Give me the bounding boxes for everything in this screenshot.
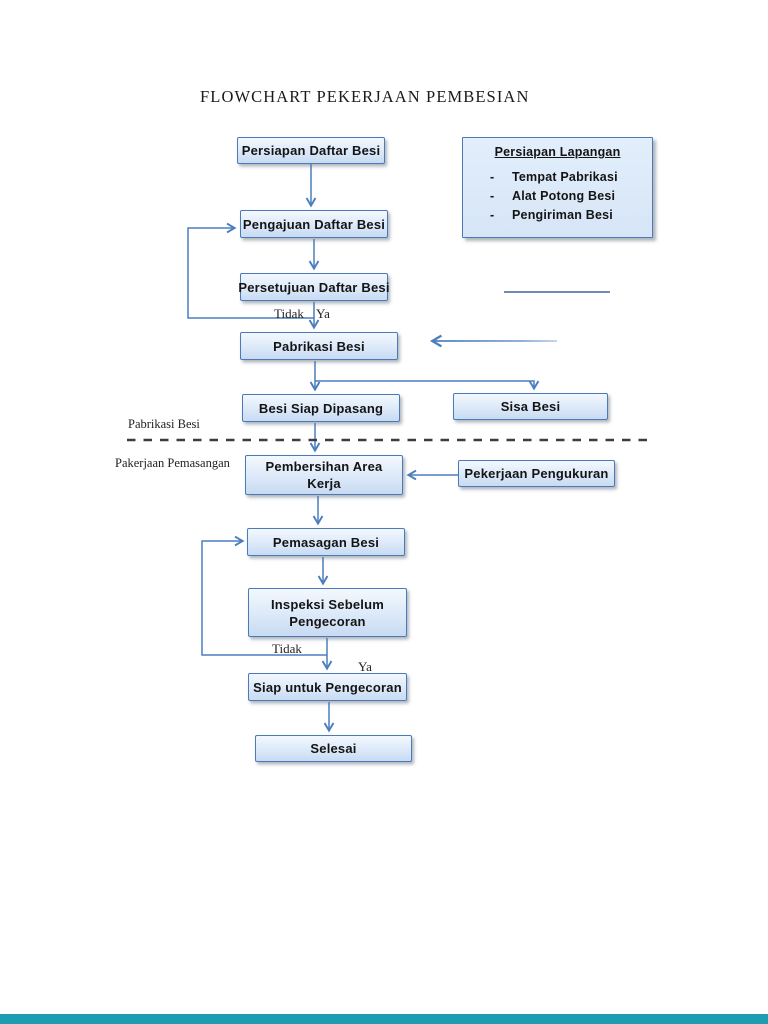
decision-label-tidak-1: Tidak	[274, 306, 304, 321]
list-item-label: Tempat Pabrikasi	[512, 170, 618, 184]
node-inspeksi-sebelum-pengecoran: Inspeksi Sebelum Pengecoran	[248, 588, 407, 637]
panel-list: - Tempat Pabrikasi - Alat Potong Besi - …	[463, 168, 652, 225]
decision-label-ya-2: Ya	[358, 659, 372, 674]
node-besi-siap-dipasang: Besi Siap Dipasang	[242, 394, 400, 422]
node-selesai: Selesai	[255, 735, 412, 762]
bullet-dash: -	[490, 170, 495, 184]
decision-label-tidak-2: Tidak	[272, 641, 302, 656]
node-siap-untuk-pengecoran: Siap untuk Pengecoran	[248, 673, 407, 701]
section-label-pakerjaan-pemasangan: Pakerjaan Pemasangan	[115, 456, 230, 470]
node-sisa-besi: Sisa Besi	[453, 393, 608, 420]
node-label: Pembersihan Area Kerja	[265, 459, 383, 491]
node-pekerjaan-pengukuran: Pekerjaan Pengukuran	[458, 460, 615, 487]
section-label-pabrikasi-besi: Pabrikasi Besi	[128, 417, 200, 431]
list-item-label: Pengiriman Besi	[512, 208, 613, 222]
node-pembersihan-area-kerja: Pembersihan Area Kerja	[245, 455, 403, 495]
node-persiapan-daftar-besi: Persiapan Daftar Besi	[237, 137, 385, 164]
decision-label-ya-1: Ya	[316, 306, 330, 321]
page-title: FLOWCHART PEKERJAAN PEMBESIAN	[200, 87, 530, 106]
node-pengajuan-daftar-besi: Pengajuan Daftar Besi	[240, 210, 388, 238]
panel-title: Persiapan Lapangan	[494, 145, 621, 159]
bullet-dash: -	[490, 189, 495, 203]
node-pemasagan-besi: Pemasagan Besi	[247, 528, 405, 556]
connector-branch-sisabesi	[315, 380, 540, 391]
list-item: - Alat Potong Besi	[463, 187, 652, 206]
node-persetujuan-daftar-besi: Persetujuan Daftar Besi	[238, 273, 389, 301]
list-item: - Tempat Pabrikasi	[463, 168, 652, 187]
bottom-bar	[0, 1014, 768, 1024]
persiapan-lapangan-panel: Persiapan Lapangan - Tempat Pabrikasi - …	[462, 137, 653, 238]
list-item-label: Alat Potong Besi	[512, 189, 616, 203]
node-pabrikasi-besi: Pabrikasi Besi	[240, 332, 398, 360]
bullet-dash: -	[490, 208, 495, 222]
list-item: - Pengiriman Besi	[463, 206, 652, 225]
node-label: Inspeksi Sebelum Pengecoran	[270, 596, 385, 629]
